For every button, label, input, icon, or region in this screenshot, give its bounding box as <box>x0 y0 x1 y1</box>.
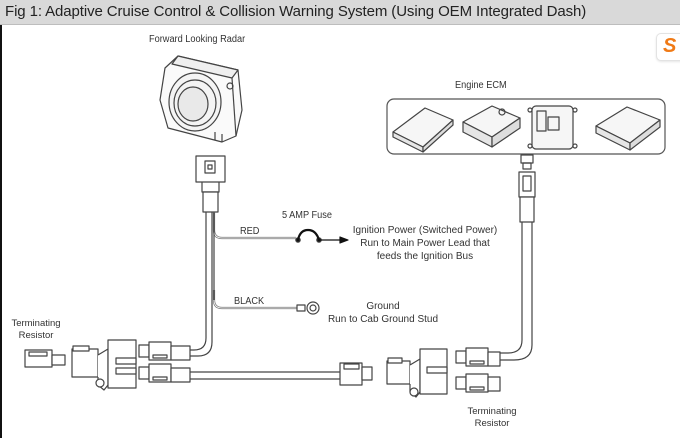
diagram-frame <box>0 25 680 438</box>
ground-note: Ground Run to Cab Ground Stud <box>323 300 443 326</box>
right-resistor-label-line2: Resistor <box>474 418 510 429</box>
ground-ring-terminal-icon <box>296 301 320 315</box>
left-tee-junction <box>71 339 137 391</box>
brand-s-icon: S <box>663 35 677 57</box>
left-resistor-label-line1: Terminating <box>11 318 61 329</box>
ignition-note-line1: Ignition Power (Switched Power) <box>352 225 498 236</box>
radar-label: Forward Looking Radar <box>149 34 246 45</box>
brand-badge[interactable]: S <box>656 33 680 61</box>
left-mating-plugs <box>138 341 191 383</box>
figure-title-bar: Fig 1: Adaptive Cruise Control & Collisi… <box>0 0 680 25</box>
left-terminating-resistor-plug <box>24 349 66 368</box>
right-resistor-label: Terminating Resistor <box>462 406 522 430</box>
figure-title: Fig 1: Adaptive Cruise Control & Collisi… <box>5 3 587 20</box>
ground-note-line2: Run to Cab Ground Stud <box>327 314 439 325</box>
red-wire-label: RED <box>240 226 260 237</box>
black-wire-label: BLACK <box>234 296 265 307</box>
ecm-label: Engine ECM <box>455 80 507 91</box>
fuse-icon <box>295 228 349 244</box>
radar-connector <box>195 155 226 213</box>
ignition-note-line3: feeds the Ignition Bus <box>376 251 474 262</box>
radar-unit-icon <box>159 55 243 143</box>
ground-note-line1: Ground <box>366 301 400 312</box>
left-resistor-label-line2: Resistor <box>18 330 54 341</box>
right-resistor-label-line1: Terminating <box>467 406 517 417</box>
ecm-panel <box>386 98 666 155</box>
inline-connector <box>339 362 373 386</box>
right-tee-junction <box>386 348 448 398</box>
right-mating-plugs <box>455 347 501 393</box>
ignition-note: Ignition Power (Switched Power) Run to M… <box>350 224 500 263</box>
left-resistor-label: Terminating Resistor <box>8 318 64 342</box>
ignition-note-line2: Run to Main Power Lead that <box>360 238 490 249</box>
fuse-label: 5 AMP Fuse <box>282 210 332 221</box>
ecm-connector <box>518 154 536 223</box>
